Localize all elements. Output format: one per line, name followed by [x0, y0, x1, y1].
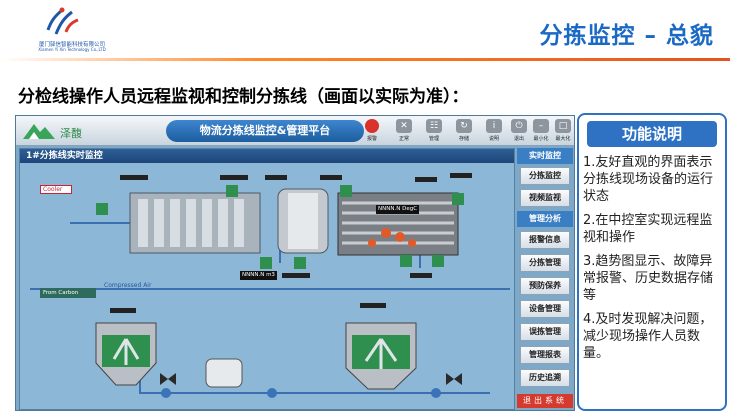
- scada-brand-name: 泽馥: [60, 127, 82, 140]
- company-name-en: Xiamen Yi Xin Technology Co.,LTD: [38, 47, 106, 52]
- function-panel: 功能说明 1.友好直观的界面表示分拣线现场设备的运行状态 2.在中控室实现远程监…: [577, 113, 727, 411]
- sidebar-header-management: 管理分析: [517, 211, 573, 227]
- temperature-readout: NNNN.N DegC: [376, 205, 420, 214]
- company-name-cn: 厦门驿信智能科技有限公司: [38, 42, 105, 48]
- valves: [160, 373, 462, 385]
- mixing-tank-right: [345, 322, 417, 390]
- alarm-icon: [365, 119, 379, 133]
- slide-heading: 分检线操作人员远程监视和控制分拣线（画面以实际为准）：: [18, 87, 469, 107]
- sidebar-item-sorting-management[interactable]: 分拣管理: [520, 254, 570, 272]
- slide-title: 分拣监控 – 总貌: [539, 23, 714, 49]
- pumps: [161, 388, 441, 398]
- platform-title: 物流分拣线监控&管理平台: [166, 120, 364, 142]
- company-logo: 厦门驿信智能科技有限公司 Xiamen Yi Xin Technology Co…: [22, 4, 122, 54]
- sorting-grid: [337, 192, 459, 256]
- sidebar-item-maintenance[interactable]: 预防保养: [520, 277, 570, 295]
- reset-icon: ↻: [456, 119, 472, 133]
- cooler-label: Cooler: [40, 185, 72, 194]
- volume-readout: NNNN.N m3: [240, 271, 277, 280]
- storage-tank: [205, 358, 243, 388]
- power-button[interactable]: ⏻退出: [508, 119, 530, 145]
- function-item: 1.友好直观的界面表示分拣线现场设备的运行状态: [583, 155, 714, 204]
- conveyor-drum-2: [277, 188, 329, 254]
- company-logo-mark: [46, 7, 79, 35]
- stop-button[interactable]: ✕正常: [393, 119, 415, 145]
- conveyor-drum-1: [129, 192, 261, 254]
- function-item: 3.趋势图显示、故障异常报警、历史数据存储等: [583, 254, 714, 303]
- view-title: 1#分拣线实时监控: [20, 149, 514, 163]
- fans-green: [96, 185, 464, 269]
- mixing-tank-left: [95, 322, 157, 386]
- title-divider: [0, 58, 730, 61]
- reset-button[interactable]: ↻存储: [453, 119, 475, 145]
- sidebar-item-alarm-info[interactable]: 报警信息: [520, 231, 570, 249]
- scada-sidebar: 实时监控 分拣监控 视频监视 管理分析 报警信息 分拣管理 预防保养 设备管理 …: [517, 148, 573, 410]
- sidebar-item-equipment[interactable]: 设备管理: [520, 300, 570, 318]
- power-icon: ⏻: [511, 119, 527, 133]
- sidebar-item-history[interactable]: 历史追溯: [520, 369, 570, 387]
- exit-system-button[interactable]: 退出系统: [517, 394, 573, 408]
- sidebar-item-sorting-monitor[interactable]: 分拣监控: [520, 167, 570, 185]
- sidebar-item-missort[interactable]: 误拣管理: [520, 323, 570, 341]
- stop-icon: ✕: [396, 119, 412, 133]
- maximize-button[interactable]: □最大化: [555, 119, 571, 142]
- maximize-icon: □: [555, 119, 571, 133]
- minimize-button[interactable]: –最小化: [533, 119, 549, 142]
- process-diagram: [30, 173, 510, 398]
- sidebar-header-realtime: 实时监控: [517, 148, 573, 164]
- manage-icon: ☷: [426, 119, 442, 133]
- realtime-view: 1#分拣线实时监控: [19, 148, 515, 410]
- manage-button[interactable]: ☷管理: [423, 119, 445, 145]
- minimize-icon: –: [533, 119, 549, 133]
- sidebar-item-reports[interactable]: 管理报表: [520, 346, 570, 364]
- mountain-logo-icon: [23, 124, 55, 139]
- info-icon: i: [486, 119, 502, 133]
- function-item: 2.在中控室实现远程监视和操作: [583, 213, 713, 245]
- from-carbon-label: From Carbon: [40, 288, 96, 298]
- function-panel-title: 功能说明: [587, 121, 717, 147]
- function-list: 1.友好直观的界面表示分拣线现场设备的运行状态 2.在中控室实现远程监视和操作 …: [583, 154, 725, 369]
- function-item: 4.及时发现解决问题，减少现场操作人员数量。: [583, 312, 713, 361]
- alarm-button[interactable]: 报警: [361, 119, 383, 145]
- scada-brand: 泽馥: [22, 119, 92, 143]
- sidebar-item-video-monitor[interactable]: 视频监视: [520, 189, 570, 207]
- compressed-air-label: Compressed Air: [104, 282, 152, 289]
